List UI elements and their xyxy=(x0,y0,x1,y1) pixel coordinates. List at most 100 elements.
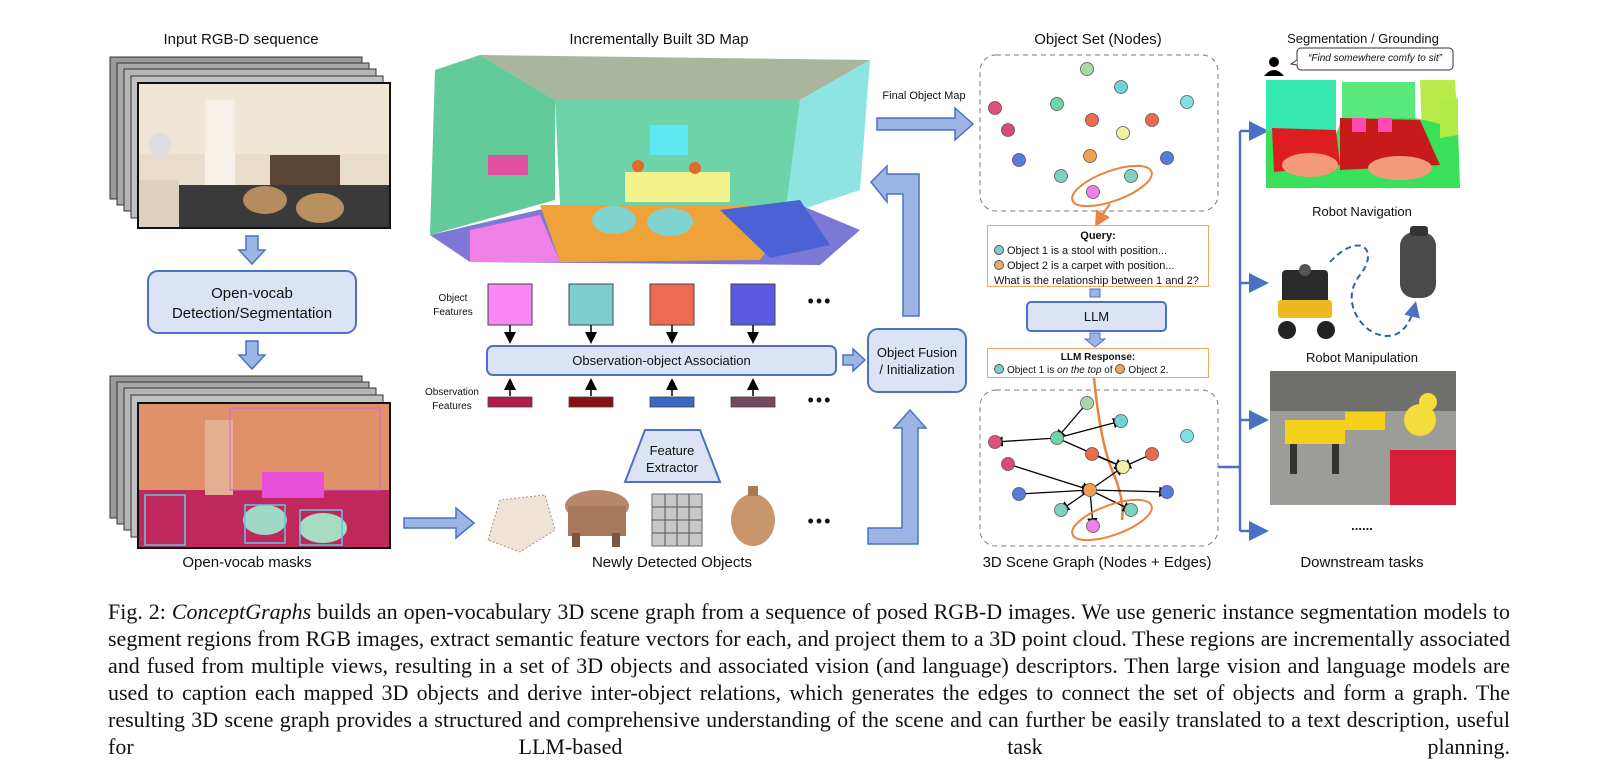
query-to-llm-arrow xyxy=(1089,288,1101,298)
downstream-label: Downstream tasks xyxy=(1300,554,1424,571)
observation-features-ellipsis: ••• xyxy=(807,390,833,410)
graph-node xyxy=(1160,485,1174,499)
graph-node xyxy=(1001,457,1015,471)
graph-node xyxy=(1160,151,1174,165)
masks-to-objects-arrow xyxy=(403,506,476,540)
obs-feature-red1 xyxy=(487,396,533,408)
response-post: Object 2. xyxy=(1128,365,1169,376)
mask-room-image xyxy=(137,402,391,549)
graph-node xyxy=(1083,483,1097,497)
caption-name: ConceptGraphs xyxy=(171,599,312,624)
rgbd-image-stack xyxy=(109,56,391,229)
graph-node xyxy=(1085,113,1099,127)
response-pre: Object 1 is xyxy=(1007,365,1058,376)
graph-edge xyxy=(1089,489,1134,512)
response-mid: of xyxy=(1101,365,1116,376)
robot-navigation-image xyxy=(1278,226,1436,339)
graph-node xyxy=(1145,447,1159,461)
association-to-fusion-arrow xyxy=(842,347,867,373)
incremental-map-label: Incrementally Built 3D Map xyxy=(569,31,749,48)
graph-node xyxy=(988,435,1002,449)
final-object-map-label: Final Object Map xyxy=(882,90,966,102)
input-rgbd-label: Input RGB-D sequence xyxy=(163,31,319,48)
object-features-ellipsis: ••• xyxy=(807,291,833,311)
teal-dot-icon xyxy=(994,245,1004,255)
query-line2: Object 2 is a carpet with position... xyxy=(1007,260,1175,272)
robot-navigation-label: Robot Navigation xyxy=(1312,204,1412,219)
down-arrow-1 xyxy=(237,235,267,266)
speech-text: “Find somewhere comfy to sit” xyxy=(1308,53,1442,64)
open-vocab-masks-label: Open-vocab masks xyxy=(182,554,312,571)
objects-ellipsis: ••• xyxy=(807,511,833,531)
graph-node xyxy=(1012,153,1026,167)
rgb-room-image xyxy=(137,82,391,229)
object-set-panel xyxy=(979,54,1219,212)
figure-caption: Fig. 2: ConceptGraphs builds an open-voc… xyxy=(108,598,1510,760)
association-label: Observation-object Association xyxy=(572,353,751,368)
3d-map-point-cloud xyxy=(430,55,870,265)
open-vocab-detection-label: Open-vocab Detection/Segmentation xyxy=(171,285,333,322)
feature-extractor-label: Feature Extractor xyxy=(645,443,698,475)
graph-pair-ellipse xyxy=(1071,498,1153,542)
observation-features-label: Observation Features xyxy=(425,387,479,412)
fusion-label: Object Fusion / Initialization xyxy=(876,345,958,377)
llm-to-response-arrow xyxy=(1083,332,1107,348)
graph-node xyxy=(1180,95,1194,109)
orange-dot-icon xyxy=(1115,364,1126,374)
orange-dot-icon xyxy=(994,260,1004,270)
robot-manipulation-image xyxy=(1270,371,1456,505)
graph-node xyxy=(1012,487,1026,501)
graph-node xyxy=(1124,503,1138,517)
open-vocab-detection-box xyxy=(147,270,357,334)
object-feature-teal xyxy=(568,283,614,326)
graph-node xyxy=(1050,97,1064,111)
figure-diagram xyxy=(109,47,1460,553)
object-set-nodes xyxy=(988,62,1194,199)
graph-node xyxy=(988,101,1002,115)
mask-image-stack xyxy=(109,375,391,549)
caption-body: builds an open-vocabulary 3D scene graph… xyxy=(108,599,1510,759)
graph-node xyxy=(1054,503,1068,517)
scene-graph-label: 3D Scene Graph (Nodes + Edges) xyxy=(982,554,1212,571)
llm-box xyxy=(1026,301,1167,332)
fusion-box xyxy=(867,328,967,393)
graph-node xyxy=(1116,460,1130,474)
graph-edge xyxy=(1018,485,1093,496)
speech-bubble xyxy=(1296,47,1454,71)
graph-edge xyxy=(1055,402,1088,440)
graph-edge xyxy=(1007,463,1093,493)
graph-node xyxy=(1080,396,1094,410)
graph-node xyxy=(1080,62,1094,76)
caption-prefix: Fig. 2: xyxy=(108,599,172,624)
downstream-ellipsis: ...... xyxy=(1351,518,1373,533)
obs-feature-red2 xyxy=(568,396,614,408)
graph-node xyxy=(1083,149,1097,163)
graph-node xyxy=(1085,447,1099,461)
fusion-to-map-arrow xyxy=(869,164,920,317)
segmentation-grounding-label: Segmentation / Grounding xyxy=(1287,31,1439,46)
final-object-map-arrow xyxy=(876,106,975,142)
objects-to-fusion-arrow xyxy=(867,408,928,545)
scene-graph-nodes xyxy=(988,396,1194,533)
graph-node xyxy=(1145,113,1159,127)
figure: Input RGB-D sequence Incrementally Built… xyxy=(109,31,1460,571)
query-title: Query xyxy=(1080,230,1113,242)
obs-feature-blue xyxy=(649,396,695,408)
graph-node xyxy=(1124,169,1138,183)
graph-node xyxy=(1114,80,1128,94)
graph-node xyxy=(1180,429,1194,443)
feature-extractor-shape xyxy=(623,429,722,483)
down-arrow-2 xyxy=(237,340,267,371)
query-box: Query: Object 1 is a stool with position… xyxy=(987,225,1209,287)
association-box xyxy=(486,345,837,376)
object-feature-orange xyxy=(649,283,695,326)
robot-manipulation-label: Robot Manipulation xyxy=(1305,350,1419,365)
object-feature-blue xyxy=(730,283,776,326)
obs-feature-purple xyxy=(730,396,776,408)
graph-edge xyxy=(1089,486,1170,497)
object-features-label: Object Features xyxy=(433,293,473,318)
person-icon xyxy=(1264,57,1284,76)
selected-pair-ellipse xyxy=(1071,164,1153,208)
newly-detected-objects xyxy=(487,486,775,553)
graph-edge xyxy=(1056,417,1124,439)
